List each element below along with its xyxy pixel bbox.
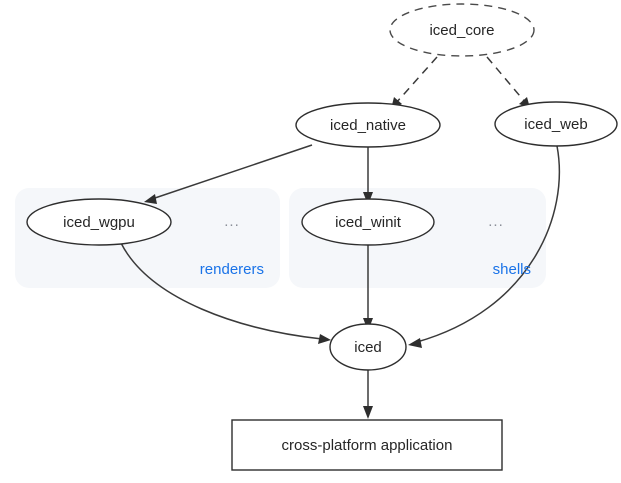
arrowhead-iced-wgpu-to-iced [318, 334, 331, 344]
edge-iced-core-to-iced-web [486, 56, 526, 103]
node-iced-winit[interactable]: iced_winit [301, 198, 435, 246]
node-cross-platform-application[interactable]: cross-platform application [231, 419, 503, 471]
node-iced-wgpu-shape [26, 198, 172, 246]
node-application-shape [231, 419, 503, 471]
node-iced-web-shape [494, 101, 618, 147]
arrowhead-iced-native-to-iced-wgpu [144, 194, 157, 204]
node-iced-label: iced [354, 339, 382, 356]
cluster-label-shells[interactable]: shells [493, 261, 531, 278]
node-iced-shape [329, 323, 407, 371]
node-application-label: cross-platform application [282, 437, 453, 454]
node-iced-winit-label: iced_winit [335, 214, 402, 231]
node-iced-winit-shape [301, 198, 435, 246]
arrowhead-iced-to-application [363, 406, 373, 419]
node-iced-wgpu-label: iced_wgpu [63, 214, 135, 231]
node-iced-web-label: iced_web [524, 116, 587, 133]
renderers-ellipsis: ... [224, 213, 240, 230]
node-iced-web[interactable]: iced_web [494, 101, 618, 147]
cluster-label-renderers[interactable]: renderers [200, 261, 264, 278]
edge-iced-wgpu-to-iced [120, 242, 323, 340]
shells-ellipsis: ... [488, 213, 504, 230]
node-iced-native-label: iced_native [330, 117, 406, 134]
edge-iced-native-to-iced-wgpu [151, 144, 313, 200]
edge-iced-web-to-iced [416, 145, 561, 343]
node-iced-core-shape [389, 3, 535, 57]
node-iced-native[interactable]: iced_native [295, 102, 441, 148]
arrowhead-iced-web-to-iced [408, 338, 422, 348]
node-iced-core-label: iced_core [429, 22, 494, 39]
node-iced-native-shape [295, 102, 441, 148]
node-iced-core[interactable]: iced_core [389, 3, 535, 57]
node-iced[interactable]: iced [329, 323, 407, 371]
node-iced-wgpu[interactable]: iced_wgpu [26, 198, 172, 246]
edge-iced-core-to-iced-native [395, 56, 438, 104]
